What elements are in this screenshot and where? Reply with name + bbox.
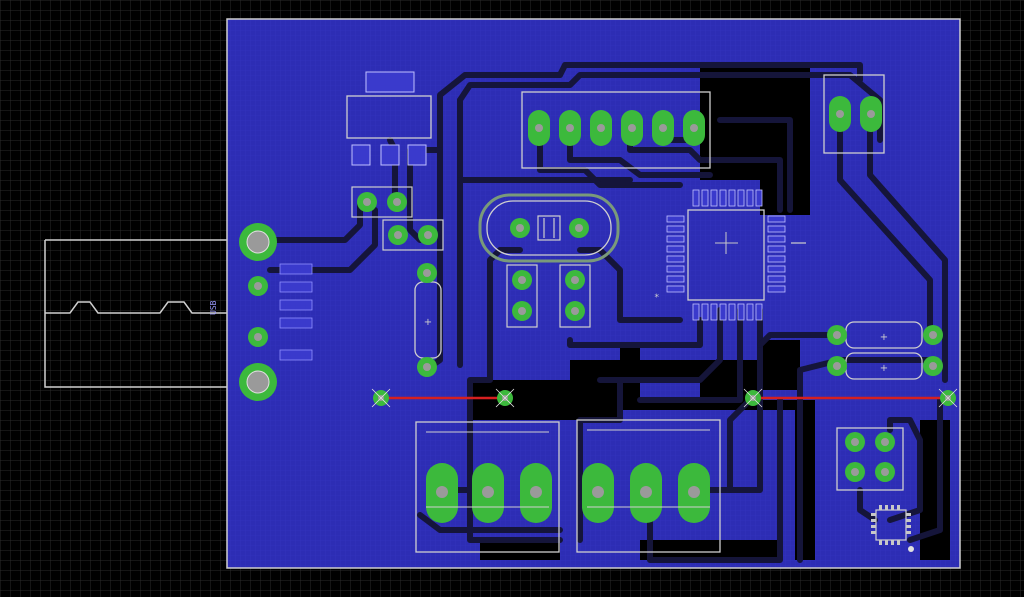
- mcu-pad: [719, 189, 727, 207]
- mcu-pad: [767, 265, 786, 273]
- sensor-pad: [885, 505, 888, 510]
- sensor-pad: [906, 531, 911, 534]
- via-markers: [371, 388, 958, 408]
- svg-text:+: +: [880, 363, 888, 374]
- mcu-pad: [728, 303, 736, 321]
- terminal-block-3pin-left[interactable]: [415, 421, 560, 553]
- svg-text:+: +: [424, 317, 432, 328]
- mcu-pad: [767, 235, 786, 243]
- sensor-pad: [906, 519, 911, 522]
- capacitor-c3[interactable]: [506, 264, 538, 328]
- mcu-pad: [701, 189, 709, 207]
- pin-header-2x2[interactable]: [836, 427, 904, 491]
- mcu-pad: [692, 303, 700, 321]
- usb-outline: [44, 239, 227, 388]
- sensor-pad: [897, 540, 900, 545]
- sensor-pad: [891, 505, 894, 510]
- voltage-regulator[interactable]: [346, 71, 432, 166]
- sensor-pad: [871, 531, 876, 534]
- capacitor-c2[interactable]: [382, 219, 444, 251]
- qfn-sensor[interactable]: [871, 505, 914, 552]
- mcu-pad: [767, 285, 786, 293]
- sensor-pad: [906, 525, 911, 528]
- mcu-pad: [737, 189, 745, 207]
- capacitor-c1[interactable]: [351, 186, 413, 218]
- mcu-pad: [666, 225, 685, 233]
- mcu-pad: [755, 303, 763, 321]
- regulator-pin-pad: [351, 144, 371, 166]
- qfp32-mcu[interactable]: *: [654, 189, 806, 321]
- mcu-pad: [767, 275, 786, 283]
- mcu-pad: [767, 215, 786, 223]
- mcu-pad: [746, 189, 754, 207]
- board-outline: [226, 18, 961, 569]
- header-pads: [528, 110, 705, 146]
- silkscreen-marks: [715, 232, 738, 254]
- resistor-r2[interactable]: +: [827, 321, 943, 349]
- mcu-pad: [666, 255, 685, 263]
- sensor-pad: [885, 540, 888, 545]
- mcu-pad: [710, 303, 718, 321]
- sensor-pad: [871, 525, 876, 528]
- pin-header-2[interactable]: [823, 74, 885, 154]
- usb-connector[interactable]: USB: [44, 223, 313, 401]
- mcu-pads: [666, 189, 786, 321]
- sensor-pad: [879, 505, 882, 510]
- svg-text:+: +: [880, 332, 888, 343]
- mcu-pad: [666, 245, 685, 253]
- svg-text:*: *: [654, 293, 659, 303]
- regulator-tab-pad: [365, 71, 415, 93]
- mcu-pad: [701, 303, 709, 321]
- mcu-pad: [666, 285, 685, 293]
- resistor-r3[interactable]: +: [827, 352, 943, 380]
- mcu-pad: [719, 303, 727, 321]
- usb-smd-pad: [279, 263, 313, 275]
- sensor-pad: [871, 519, 876, 522]
- traces: [267, 62, 948, 563]
- sensor-pad: [906, 513, 911, 516]
- pin-header-6[interactable]: [521, 91, 711, 169]
- sensor-pad: [871, 513, 876, 516]
- mcu-pad: [666, 235, 685, 243]
- mcu-pad: [710, 189, 718, 207]
- mcu-pad: [728, 189, 736, 207]
- sensor-pad: [897, 505, 900, 510]
- mcu-pad: [666, 265, 685, 273]
- mcu-pad: [755, 189, 763, 207]
- mcu-pad: [746, 303, 754, 321]
- mcu-pad: [767, 255, 786, 263]
- mcu-pad: [692, 189, 700, 207]
- terminal-block-3pin-right[interactable]: [576, 419, 721, 553]
- mcu-pad: [666, 275, 685, 283]
- mcu-pad: [767, 225, 786, 233]
- mcu-pad: [767, 245, 786, 253]
- capacitor-c4[interactable]: [559, 264, 591, 328]
- sensor-pad: [879, 540, 882, 545]
- mcu-pad: [737, 303, 745, 321]
- mcu-pad: [666, 215, 685, 223]
- resistor-r1[interactable]: +: [414, 263, 442, 377]
- usb-silk-label: USB: [209, 300, 218, 315]
- crystal-oscillator[interactable]: [478, 193, 620, 263]
- sensor-pad: [891, 540, 894, 545]
